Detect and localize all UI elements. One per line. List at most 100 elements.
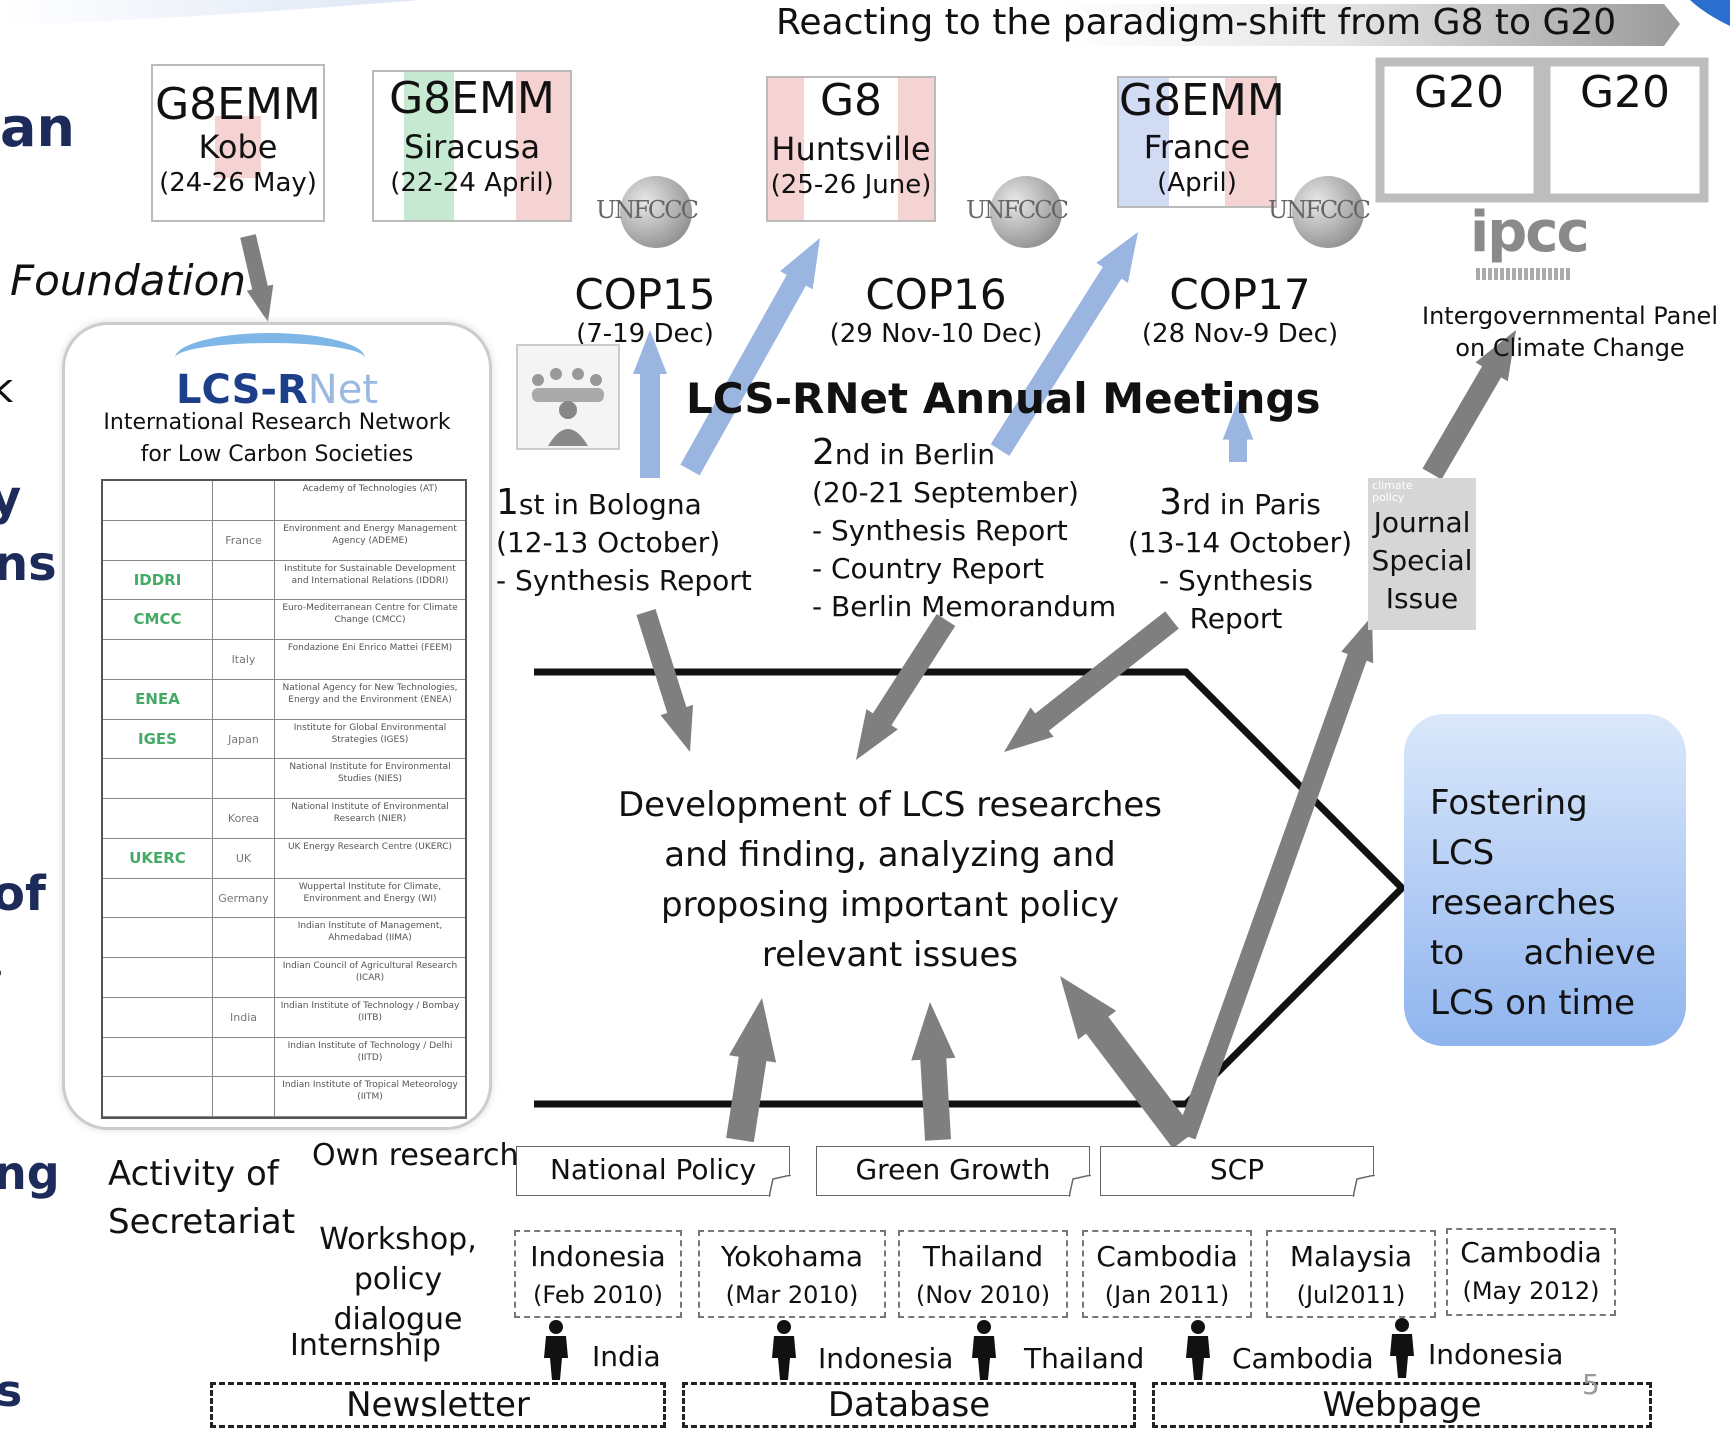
journal-line1: Journal <box>1373 506 1471 539</box>
workshop-date: (Jul2011) <box>1296 1281 1406 1309</box>
person-icon <box>538 1318 574 1384</box>
unfccc-globe-3 <box>1292 176 1364 248</box>
annual-place: nd in Berlin <box>834 438 996 471</box>
member-institute: Wuppertal Institute for Climate, Environ… <box>298 881 442 904</box>
ipcc-logo-underline <box>1476 268 1572 280</box>
annual-2: 2nd in Berlin (20-21 September) - Synthe… <box>812 434 1132 626</box>
cop15: COP15 (7-19 Dec) <box>560 270 730 349</box>
annual-item: - Country Report <box>812 552 1044 585</box>
workshop-place: Cambodia <box>1096 1240 1238 1273</box>
member-country <box>213 759 275 798</box>
member-country <box>213 958 275 997</box>
grey-arrow-national-up <box>726 998 777 1143</box>
workshop-place: Indonesia <box>530 1240 666 1273</box>
cop-name: COP17 <box>1169 270 1311 319</box>
annual-1: 1st in Bologna (12-13 October) - Synthes… <box>496 484 776 600</box>
member-country <box>213 1037 275 1077</box>
member-logo: ENEA <box>103 679 213 719</box>
grey-arrow-paris-down <box>1004 611 1179 752</box>
member-institute: National Institute of Environmental Rese… <box>291 802 449 824</box>
member-logo <box>103 520 213 560</box>
meeting-place: France <box>1143 128 1251 167</box>
workshop-date: (May 2012) <box>1462 1277 1600 1305</box>
note-scp: SCP <box>1100 1146 1375 1197</box>
center-line2: and finding, analyzing and <box>664 835 1116 875</box>
annual-place: st in Bologna <box>518 488 702 521</box>
japan-flag <box>215 116 261 178</box>
member-logo: IGES <box>103 719 213 759</box>
annual-heading: 1st in Bologna <box>496 484 776 524</box>
fostering-word-to: to <box>1430 933 1465 973</box>
annual-item: - Synthesis Report <box>496 564 752 597</box>
member-institute: Euro-Mediterranean Centre for Climate Ch… <box>282 603 458 626</box>
workshop-box-4: Cambodia (Jan 2011) <box>1082 1230 1252 1318</box>
member-country <box>213 1077 275 1116</box>
meeting-place: Siracusa <box>403 128 541 167</box>
lcs-rnet-caption-line2: for Low Carbon Societies <box>140 442 414 467</box>
person-icon <box>1180 1318 1216 1384</box>
journal-cover-title: climate policy <box>1372 479 1413 504</box>
workshop-date: (Jan 2011) <box>1104 1281 1230 1309</box>
member-logo <box>103 799 213 838</box>
output-newsletter: Newsletter <box>210 1382 666 1428</box>
workshop-box-3: Thailand (Nov 2010) <box>898 1230 1068 1318</box>
fostering-line5: LCS on time <box>1430 983 1636 1023</box>
member-institute: Indian Institute of Tropical Meteorology… <box>282 1080 458 1103</box>
annual-date: (13-14 October) <box>1127 526 1353 559</box>
fostering-line2: LCS <box>1430 833 1495 873</box>
ipcc-caption-line1: Intergovernmental Panel <box>1422 302 1718 330</box>
meeting-date: (April) <box>1157 167 1237 198</box>
member-logo <box>103 1077 213 1116</box>
left-cut-of: of <box>0 866 46 922</box>
annual-3: 3rd in Paris (13-14 October) - Synthesis… <box>1120 484 1360 638</box>
annual-ordinal: 3 <box>1159 482 1183 523</box>
annual-heading: 2nd in Berlin <box>812 434 1132 474</box>
cop-date: (28 Nov-9 Dec) <box>1141 319 1339 349</box>
member-row: Indian Institute of Management, Ahmedaba… <box>103 918 465 958</box>
unfccc-globe-2 <box>990 176 1062 248</box>
lcs-rnet-panel: LCS-RNet International Research Network … <box>62 322 492 1130</box>
activity-line1: Activity of <box>108 1154 279 1194</box>
output-label: Webpage <box>1322 1385 1482 1425</box>
meeting-box-huntsville: G8 Huntsville (25-26 June) <box>766 76 936 222</box>
workshop-label: Workshop, policy dialogue <box>288 1220 508 1340</box>
cop-date: (29 Nov-10 Dec) <box>829 319 1043 349</box>
member-country <box>213 918 275 957</box>
workshop-line2: policy dialogue <box>333 1262 463 1337</box>
member-country: UK <box>213 838 275 878</box>
italy-flag-red <box>516 72 570 220</box>
arrows-layer <box>240 232 1516 1149</box>
member-institute: Indian Council of Agricultural Research … <box>282 961 458 983</box>
workshop-box-1: Indonesia (Feb 2010) <box>514 1230 682 1318</box>
member-logo: CMCC <box>103 600 213 639</box>
member-logo <box>103 997 213 1037</box>
member-country: India <box>213 997 275 1037</box>
left-cut-k: k <box>0 366 14 412</box>
blue-arrow-paris-up <box>1222 400 1254 462</box>
france-flag-blue <box>1119 78 1169 206</box>
workshop-place: Malaysia <box>1289 1240 1413 1273</box>
left-cut-s: s <box>0 1366 23 1417</box>
member-institute: Academy of Technologies (AT) <box>302 484 438 494</box>
corner-accent <box>1690 0 1730 26</box>
left-foundation: Foundation <box>10 256 246 305</box>
member-country <box>213 600 275 639</box>
lcs-rnet-caption: International Research Network for Low C… <box>65 407 489 471</box>
lcs-rnet-caption-line1: International Research Network <box>103 410 451 435</box>
member-institute: National Agency for New Technologies, En… <box>282 682 458 705</box>
annual-item: - Synthesis Report <box>812 514 1068 547</box>
workshop-line1: Workshop, <box>319 1222 477 1257</box>
fostering-word-achieve: achieve <box>1523 933 1656 973</box>
left-cut-dot: , <box>0 940 5 986</box>
member-country <box>213 481 275 520</box>
ipcc-caption-line2: on Climate Change <box>1455 334 1685 362</box>
grey-arrow-scp-to-journal <box>1176 616 1374 1140</box>
meeting-date: (25-26 June) <box>770 169 932 200</box>
blue-arrow-bologna-up <box>633 330 667 478</box>
activity-line2: Secretariat <box>108 1202 296 1242</box>
member-logo <box>103 640 213 679</box>
ipcc-caption: Intergovernmental Panel on Climate Chang… <box>1420 300 1720 364</box>
meeting-date: (24-26 May) <box>159 167 317 198</box>
banner-arrow <box>1060 4 1680 46</box>
